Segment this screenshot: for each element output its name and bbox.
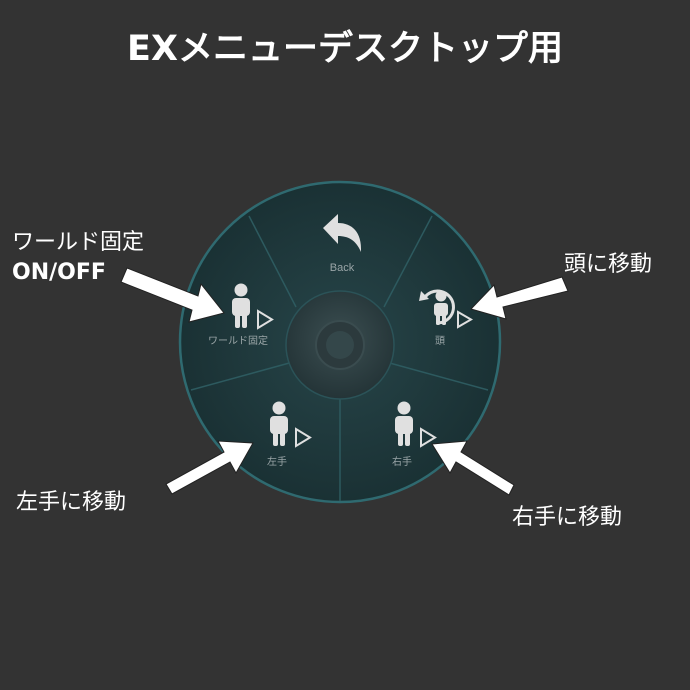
world-fixed-label: ワールド固定 — [208, 334, 268, 347]
callout-world-fixed: ワールド固定 ON/OFF — [12, 228, 144, 288]
play-triangle-icon — [295, 427, 312, 448]
play-triangle-icon — [257, 309, 274, 330]
left-hand-label: 左手 — [267, 455, 287, 468]
head-label: 頭 — [435, 335, 445, 347]
segment-world-fixed[interactable]: ワールド固定 — [184, 216, 296, 390]
play-triangle-icon — [457, 310, 474, 329]
segment-left-hand[interactable]: 左手 — [191, 362, 340, 501]
person-rotate-icon — [419, 289, 455, 325]
segment-right-hand[interactable]: 右手 — [340, 362, 488, 501]
play-triangle-icon — [420, 427, 437, 448]
callout-right-hand: 右手に移動 — [512, 505, 623, 530]
page-title: EXメニューデスクトップ用 — [127, 29, 563, 69]
segment-head[interactable]: 頭 — [384, 216, 495, 390]
callout-world-fixed-line2: ON/OFF — [12, 260, 106, 285]
segment-dividers — [190, 215, 489, 501]
callout-world-fixed-line1: ワールド固定 — [12, 230, 145, 255]
person-icon — [232, 283, 250, 328]
back-arrow-icon — [323, 214, 362, 252]
back-label: Back — [330, 262, 355, 274]
segment-back[interactable]: Back — [249, 187, 432, 307]
callout-head: 頭に移動 — [564, 252, 653, 277]
callout-left-hand: 左手に移動 — [16, 490, 127, 515]
wheel-hub[interactable] — [285, 290, 395, 400]
person-icon — [270, 401, 288, 446]
person-icon — [395, 401, 413, 446]
right-hand-label: 右手 — [392, 455, 412, 468]
